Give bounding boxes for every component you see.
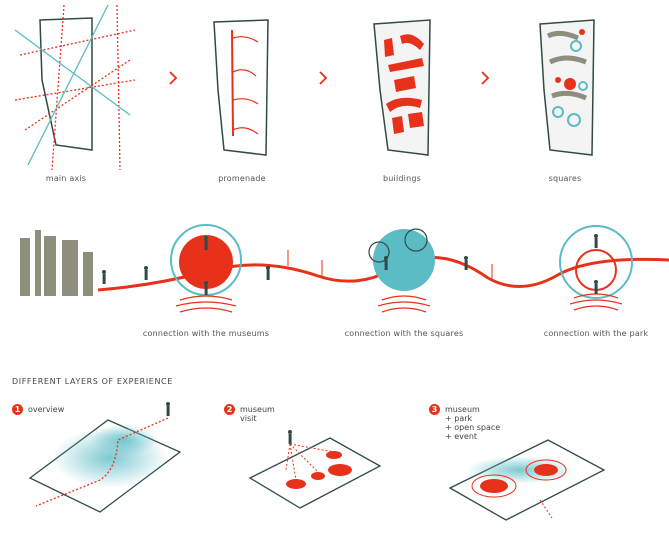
museum-park-diagram — [448, 439, 606, 521]
promenade-label: promenade — [218, 174, 266, 183]
overview-step-label: overview — [28, 405, 65, 414]
squares-label: squares — [548, 174, 582, 183]
step-number: 2 — [224, 404, 235, 415]
buildings-bars — [20, 230, 93, 296]
step-number: 1 — [12, 404, 23, 415]
buildings-label: buildings — [382, 174, 422, 183]
section-heading: DIFFERENT LAYERS OF EXPERIENCE — [12, 377, 173, 386]
museum-visit-step-label: museum visit — [240, 405, 275, 423]
step-number: 3 — [429, 404, 440, 415]
connection-squares-label: connection with the squares — [344, 329, 464, 338]
chevron-icon — [169, 71, 490, 85]
buildings-panel — [373, 19, 431, 156]
main-axis-label: main axis — [45, 174, 87, 183]
museum-visit-diagram — [248, 430, 382, 509]
squares-panel — [539, 19, 595, 156]
person-icon — [102, 234, 598, 295]
squares-connection — [368, 228, 435, 313]
connection-park-label: connection with the park — [543, 329, 649, 338]
main-axis-panel — [14, 4, 136, 171]
wave-spikes — [287, 250, 493, 280]
promenade-panel — [213, 19, 269, 156]
connection-museums-label: connection with the museums — [142, 329, 270, 338]
museum-park-step-label: museum + park + open space + event — [445, 405, 501, 441]
overview-diagram — [28, 402, 182, 513]
